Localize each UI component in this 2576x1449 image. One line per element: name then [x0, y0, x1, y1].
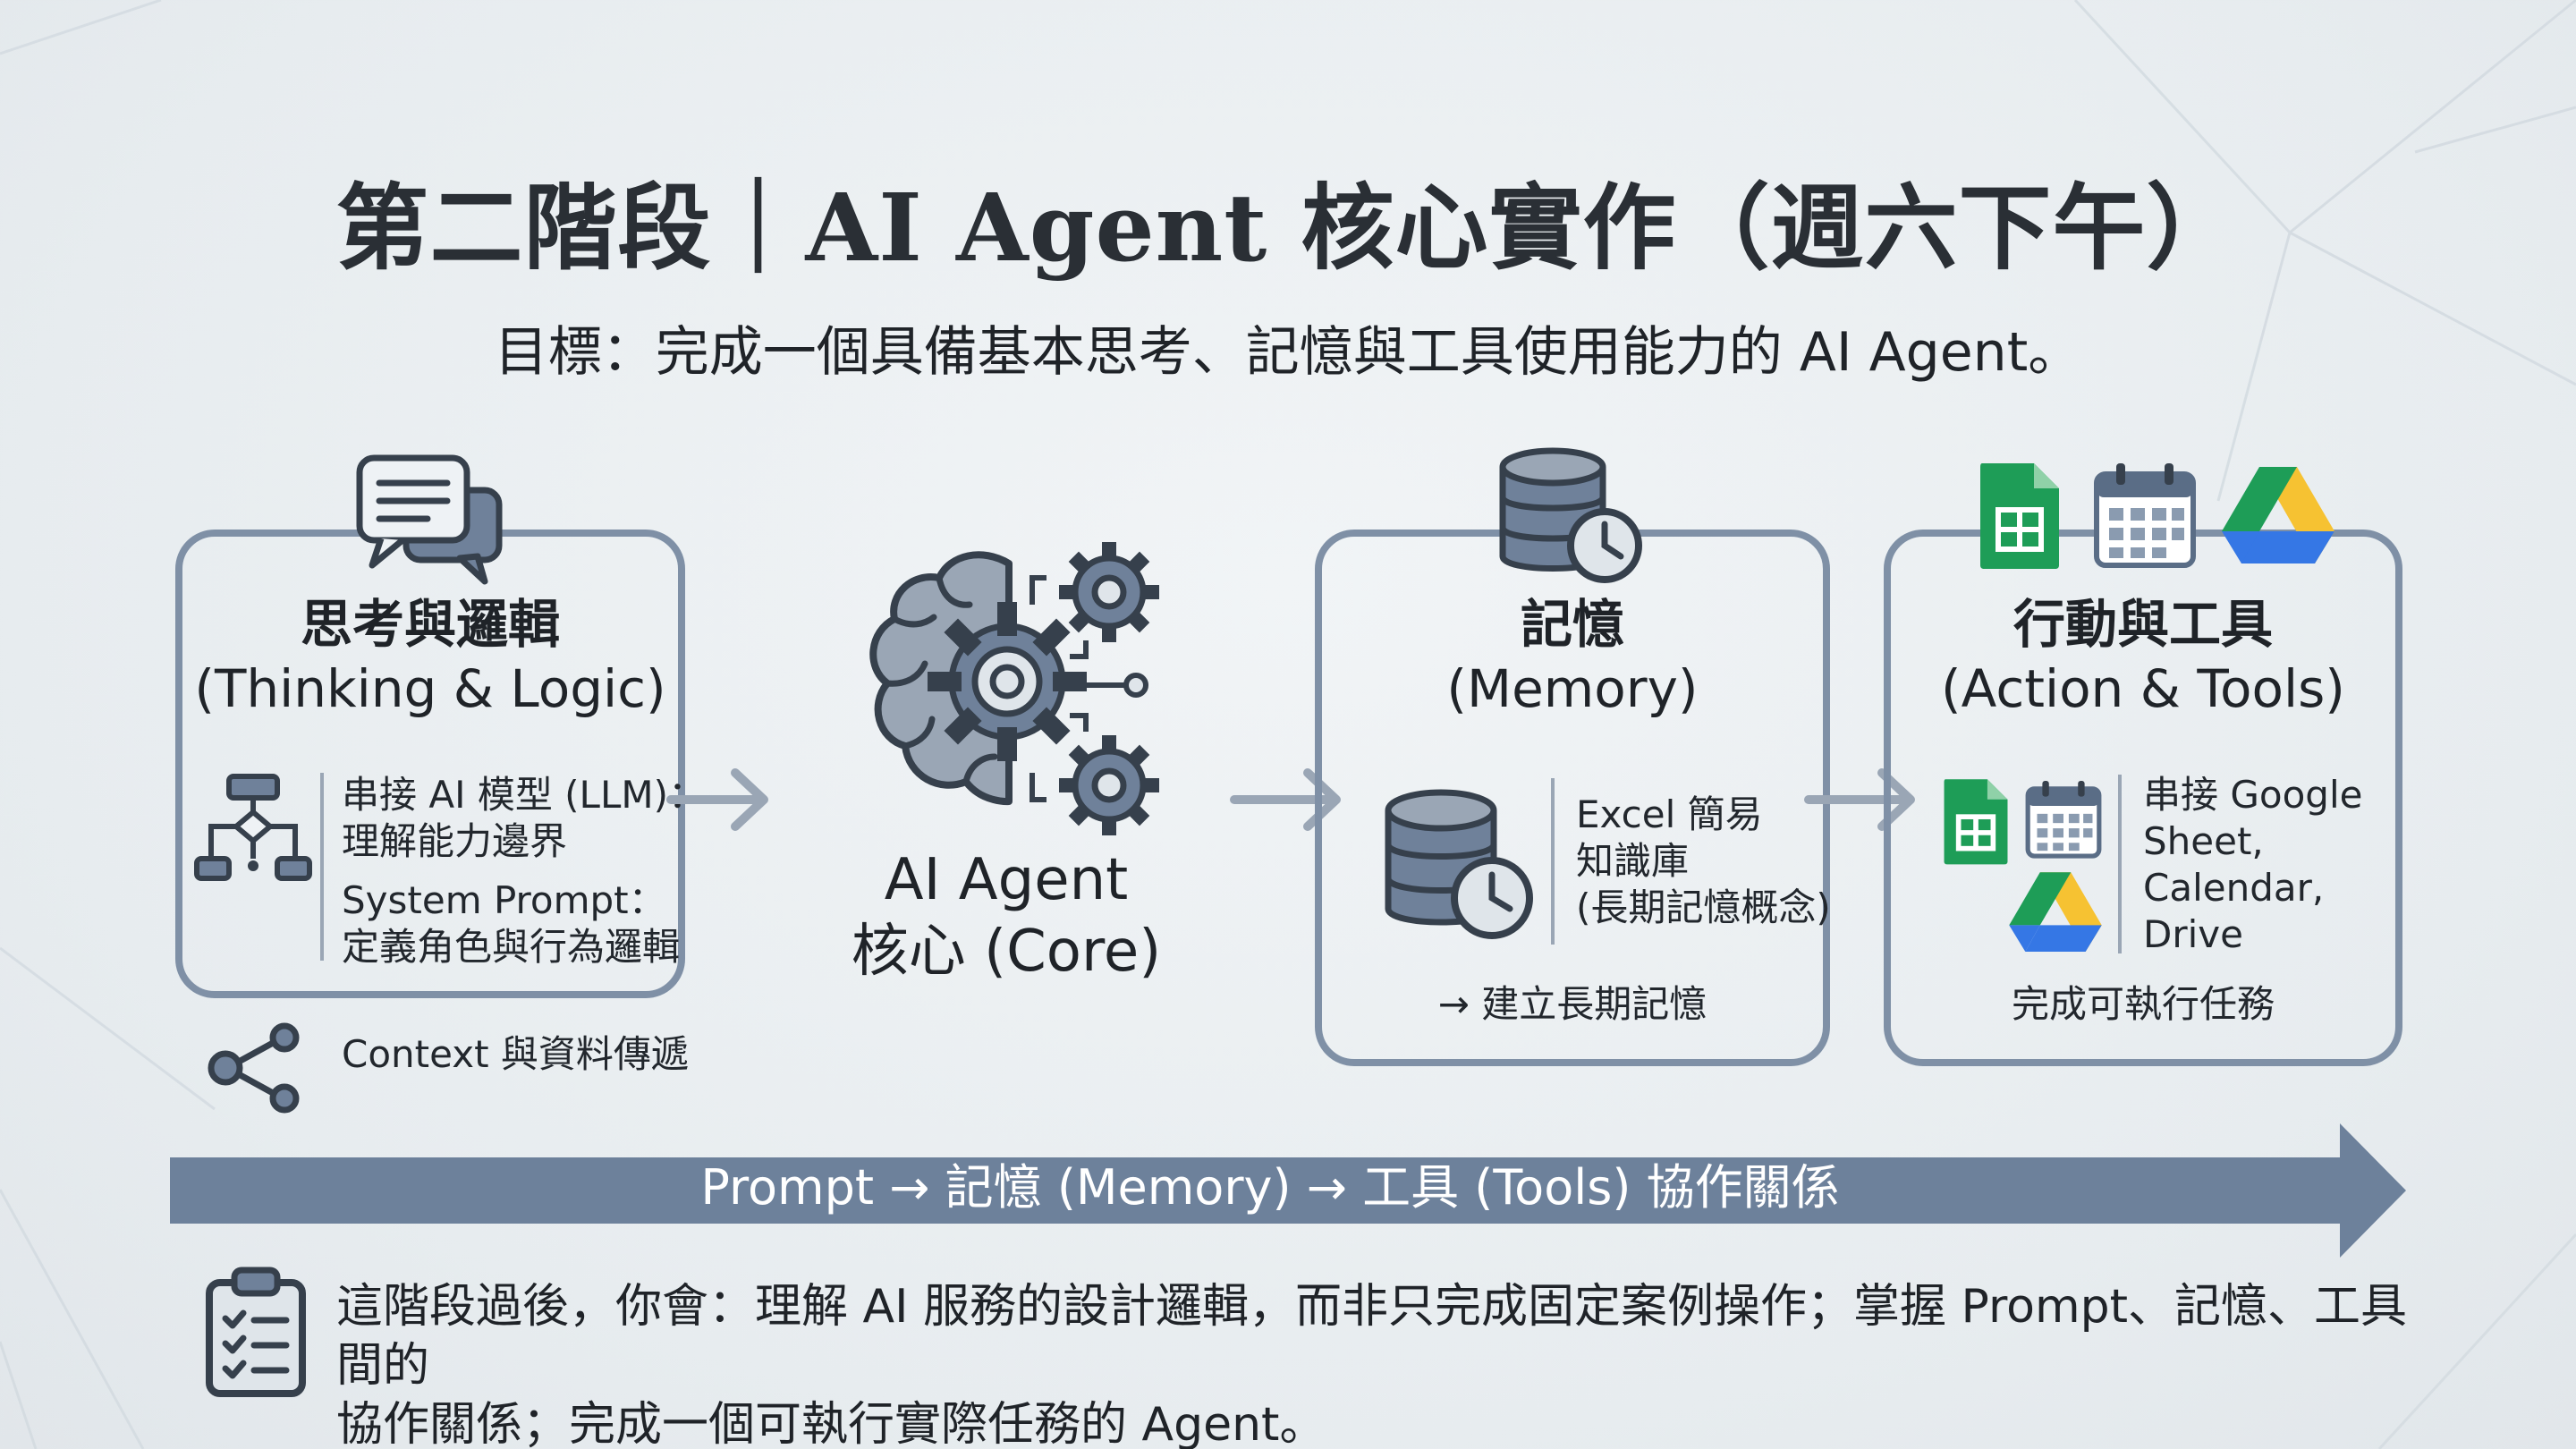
arrow-right-icon: [666, 768, 768, 831]
thinking-item2-line1: System Prompt：: [342, 878, 666, 922]
clipboard-checklist-icon: [206, 1267, 306, 1397]
memory-footer: → 建立長期記憶: [1437, 982, 1707, 1026]
footer-line1: 這階段過後，你會：理解 AI 服務的設計邏輯，而非只完成固定案例操作；掌握 Pr…: [336, 1280, 2408, 1393]
share-nodes-icon: [208, 1022, 300, 1114]
thinking-item1-line1: 串接 AI 模型 (LLM)：: [342, 773, 706, 817]
tools-separator: [2118, 775, 2122, 953]
google-sheets-icon: [1980, 463, 2059, 569]
footer-summary: 這階段過後，你會：理解 AI 服務的設計邏輯，而非只完成固定案例操作；掌握 Pr…: [336, 1277, 2411, 1449]
tools-desc-line4: Drive: [2143, 912, 2243, 956]
core-label-line1: AI Agent: [884, 847, 1129, 913]
thinking-title-en: (Thinking & Logic): [194, 658, 666, 719]
footer-line2: 協作關係；完成一個可執行實際任務的 Agent。: [336, 1398, 1326, 1449]
memory-desc-line2: 知識庫: [1576, 839, 1690, 883]
memory-desc-line1: Excel 簡易: [1576, 792, 1763, 836]
tools-title-en: (Action & Tools): [1941, 658, 2345, 719]
page-title: 第二階段｜AI Agent 核心實作（週六下午）: [335, 173, 2241, 283]
collaboration-arrow-banner: [170, 1123, 2406, 1258]
memory-title-zh: 記憶: [1520, 594, 1624, 655]
tools-desc-line2: Sheet,: [2143, 819, 2264, 863]
banner-label: Prompt → 記憶 (Memory) → 工具 (Tools) 協作關係: [700, 1159, 1840, 1216]
database-clock-icon: [1499, 447, 1642, 583]
thinking-title-zh: 思考與邏輯: [300, 594, 560, 655]
database-clock-icon: [1385, 789, 1533, 939]
google-sheets-icon: [1944, 779, 2008, 865]
tools-footer: 完成可執行任務: [2011, 982, 2275, 1026]
thinking-item1-line2: 理解能力邊界: [342, 819, 568, 863]
thinking-separator: [320, 773, 324, 961]
core-label-line2: 核心 (Core): [851, 919, 1162, 985]
tools-title-zh: 行動與工具: [2012, 594, 2273, 655]
thinking-item2-line2: 定義角色與行為邏輯: [342, 925, 681, 969]
google-drive-icon: [2222, 467, 2334, 564]
context-label: Context 與資料傳遞: [342, 1032, 689, 1076]
page-subtitle: 目標：完成一個具備基本思考、記憶與工具使用能力的 AI Agent。: [494, 321, 2082, 384]
memory-title-en: (Memory): [1446, 658, 1699, 719]
calendar-icon: [2025, 780, 2102, 859]
tools-desc-line3: Calendar,: [2143, 866, 2325, 910]
chat-bubbles-icon: [356, 454, 503, 585]
calendar-icon: [2094, 463, 2196, 568]
google-drive-icon: [2009, 872, 2102, 952]
tools-desc-line1: 串接 Google: [2143, 773, 2363, 817]
brain-gears-icon: [869, 542, 1159, 835]
flowchart-icon: [194, 774, 312, 881]
memory-separator: [1551, 778, 1555, 945]
memory-desc-line3: (長期記憶概念): [1576, 886, 1831, 929]
